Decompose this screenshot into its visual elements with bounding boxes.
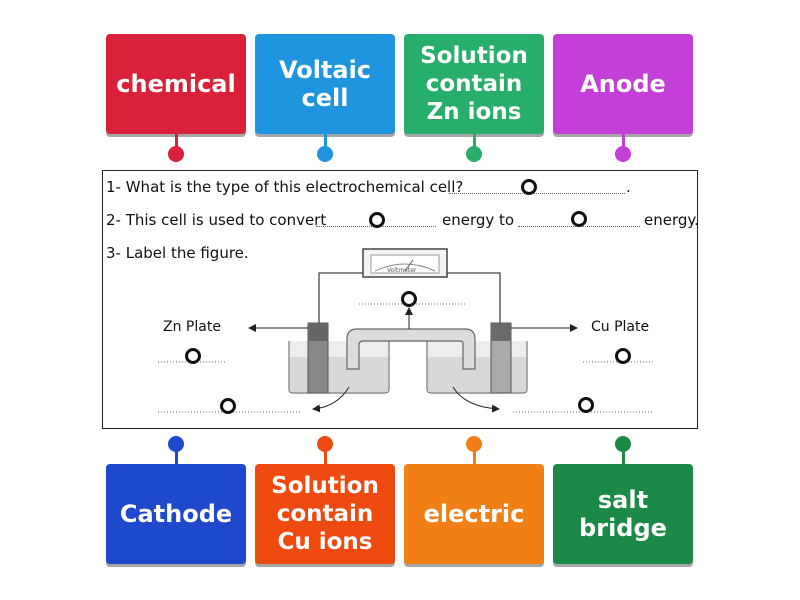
voltmeter-label: Voltmeter [387, 267, 417, 274]
question-1-end: . [626, 178, 631, 196]
wire-right [447, 272, 501, 323]
top-tile-anode[interactable]: Anode [553, 34, 693, 134]
connector-knob[interactable] [168, 146, 184, 162]
connector-stem [324, 134, 327, 148]
tile-label: Cathode [119, 500, 233, 528]
salt-bridge [346, 328, 476, 370]
drop-target-cu-solution[interactable] [578, 397, 594, 413]
top-tile-solution-zn[interactable]: Solution contain Zn ions [404, 34, 544, 134]
connector-knob[interactable] [317, 436, 333, 452]
tile-label: Solution contain Cu ions [271, 473, 379, 555]
tile-label: electric [423, 500, 525, 528]
tile-label: Voltaic cell [278, 56, 372, 112]
zn-plate-label: Zn Plate [163, 319, 221, 335]
tile-label: salt bridge [579, 486, 667, 542]
question-2-end: energy. [644, 211, 699, 229]
wire-left [318, 272, 363, 323]
tile-label: chemical [116, 70, 236, 98]
worksheet-panel: 1- What is the type of this electrochemi… [102, 170, 699, 429]
connector-knob[interactable] [466, 436, 482, 452]
drop-target-cu-plate[interactable] [615, 348, 631, 364]
connector-knob[interactable] [615, 436, 631, 452]
connector-stem [473, 134, 476, 148]
connector-stem [473, 450, 476, 464]
cu-plate-label: Cu Plate [591, 319, 650, 335]
top-tile-voltaic-cell[interactable]: Voltaic cell [255, 34, 395, 134]
connector-knob[interactable] [168, 436, 184, 452]
connector-stem [622, 450, 625, 464]
connector-knob[interactable] [466, 146, 482, 162]
connector-stem [175, 450, 178, 464]
bottom-tile-salt-bridge[interactable]: salt bridge [553, 464, 693, 564]
answer-line [449, 193, 625, 194]
connector-knob[interactable] [317, 146, 333, 162]
drop-target-salt-bridge[interactable] [401, 291, 417, 307]
drop-target-q2b[interactable] [571, 211, 587, 227]
cell-diagram [158, 248, 655, 413]
drop-target-q2a[interactable] [369, 212, 385, 228]
question-1: 1- What is the type of this electrochemi… [106, 178, 464, 196]
drop-target-q1[interactable] [521, 179, 537, 195]
drop-target-zn-plate[interactable] [185, 348, 201, 364]
question-2-mid: energy to [442, 211, 515, 229]
connector-stem [175, 134, 178, 148]
bottom-tile-cathode[interactable]: Cathode [106, 464, 246, 564]
connector-knob[interactable] [615, 146, 631, 162]
drop-target-zn-solution[interactable] [220, 398, 236, 414]
top-tile-chemical[interactable]: chemical [106, 34, 246, 134]
bottom-tile-electric[interactable]: electric [404, 464, 544, 564]
connector-stem [324, 450, 327, 464]
tile-label: Solution contain Zn ions [420, 43, 528, 125]
question-3: 3- Label the figure. [106, 244, 249, 262]
question-2-start: 2- This cell is used to convert [106, 211, 327, 229]
bottom-tile-solution-cu[interactable]: Solution contain Cu ions [255, 464, 395, 564]
connector-stem [622, 134, 625, 148]
tile-label: Anode [580, 70, 666, 98]
